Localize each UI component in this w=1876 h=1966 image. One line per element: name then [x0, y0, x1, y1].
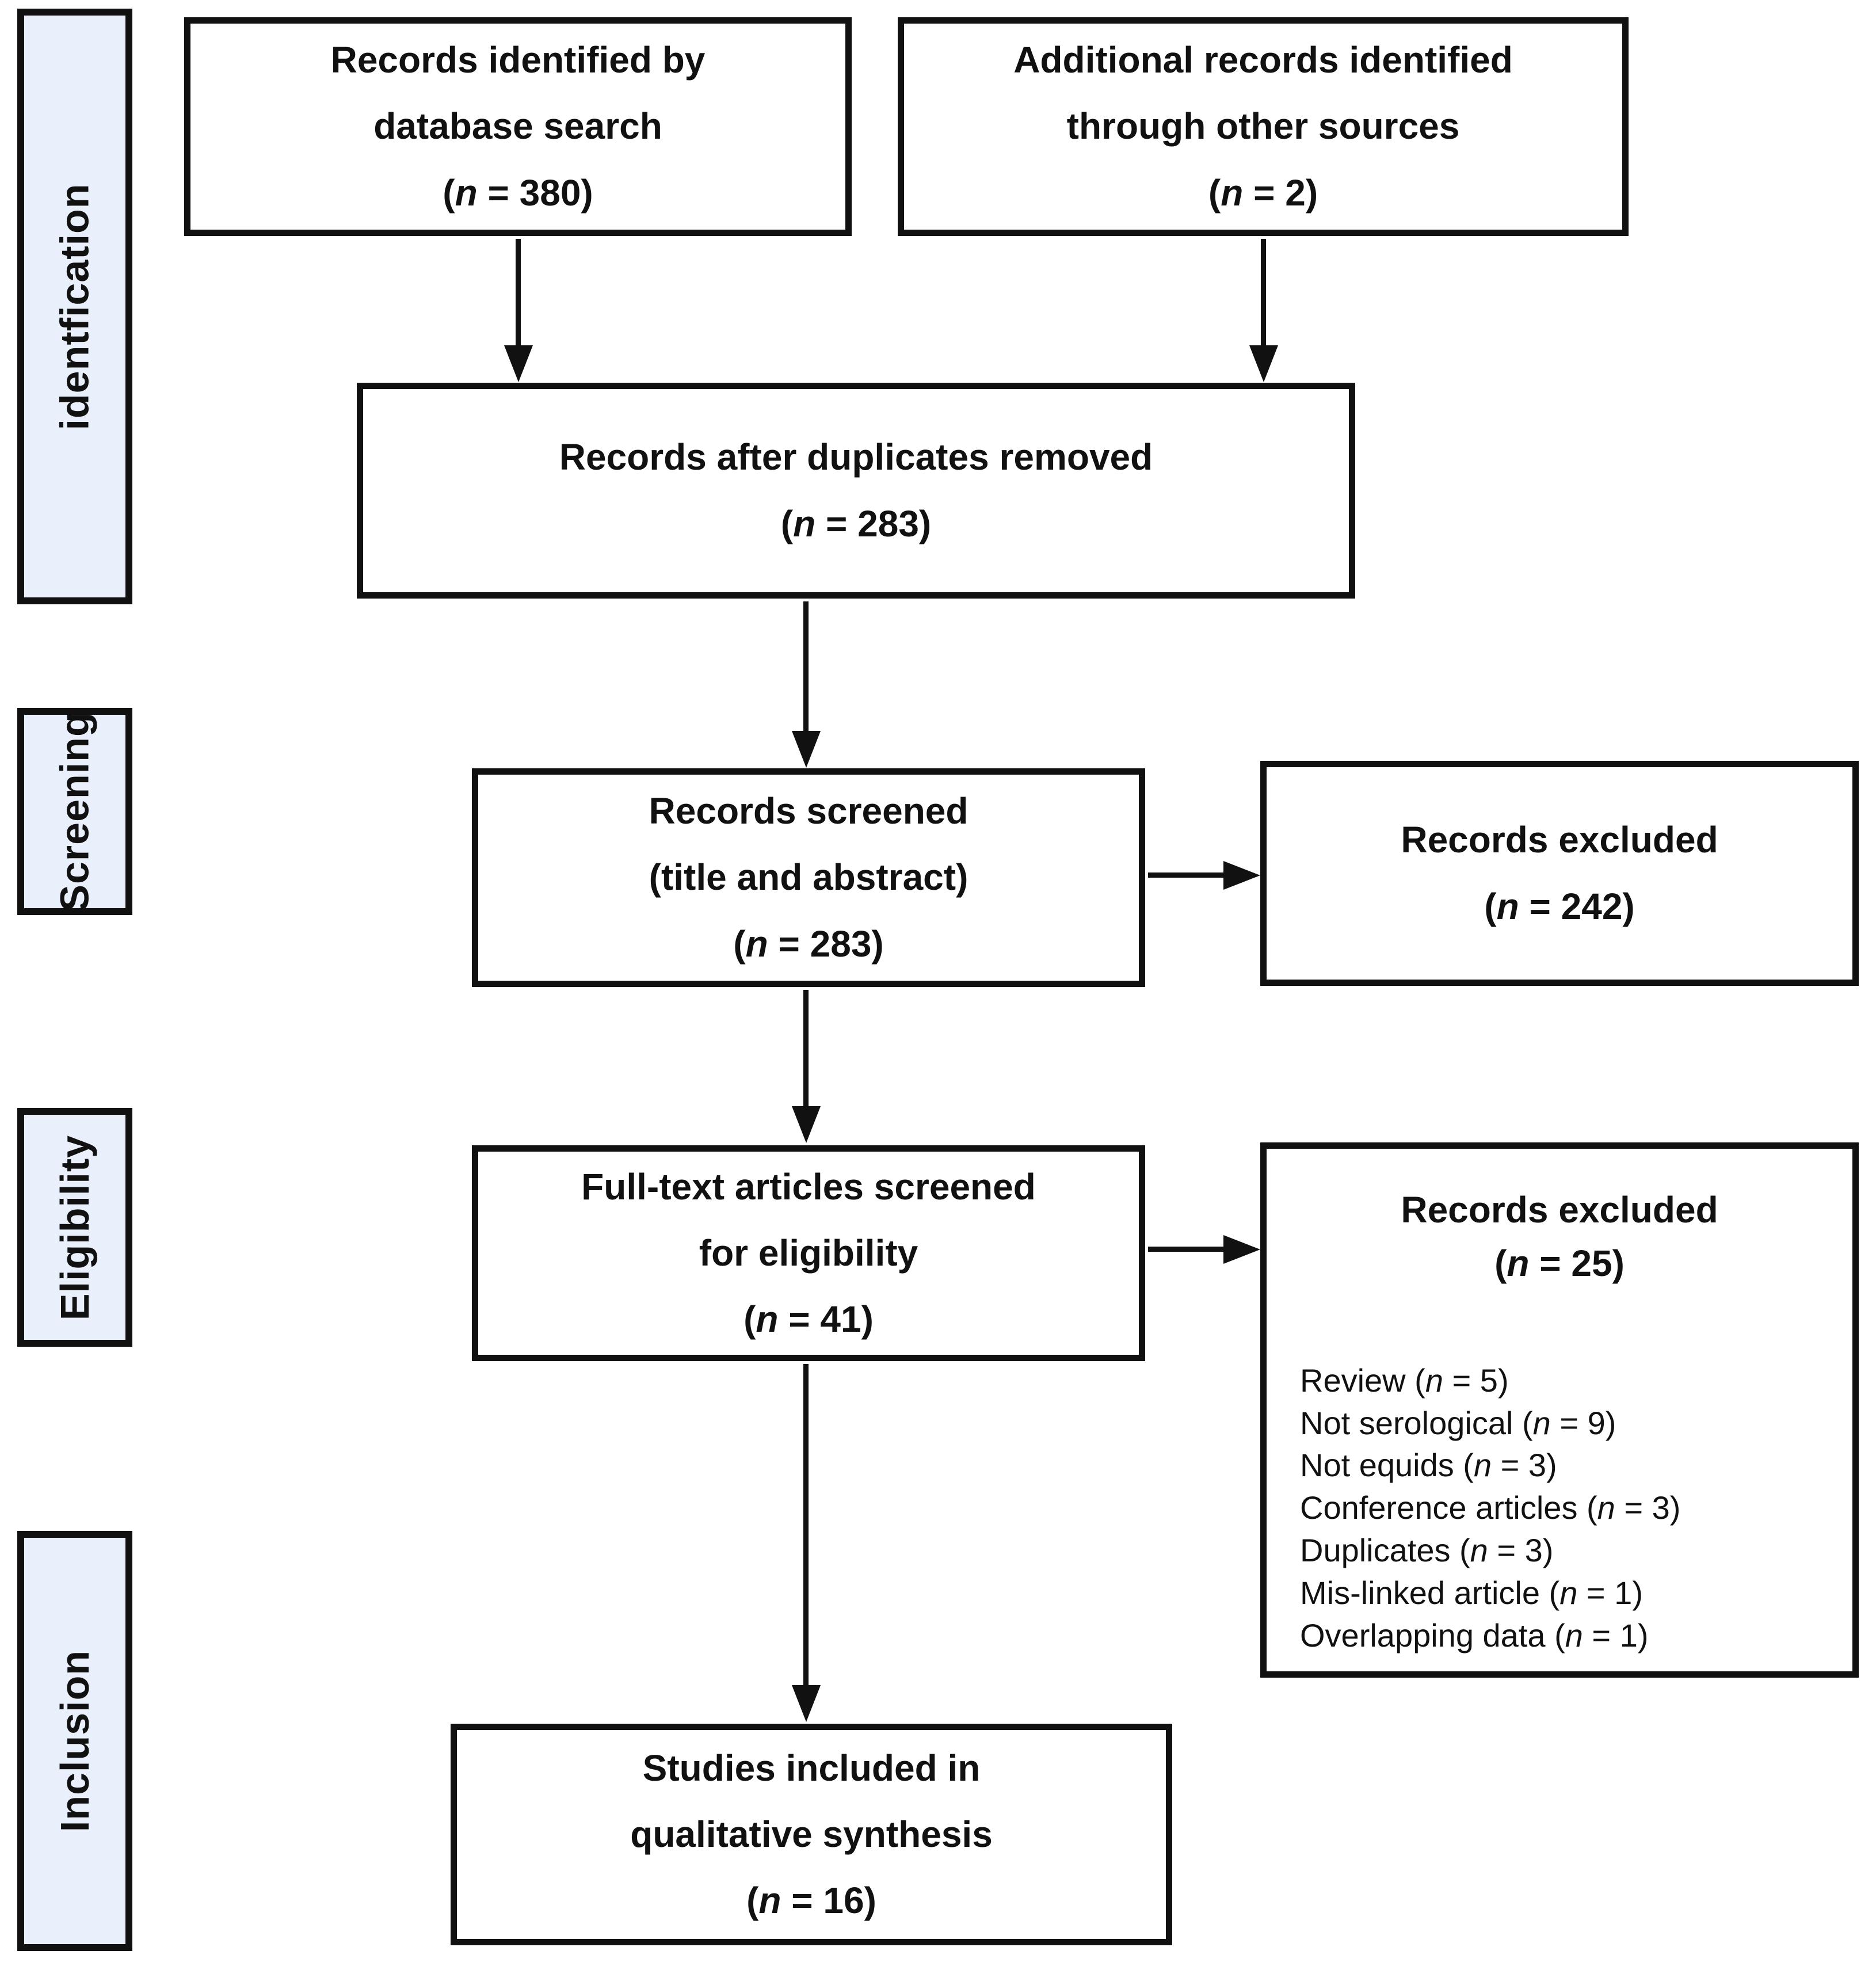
box-fulltext-articles-screened-text: Full-text articles screened for eligibil… [581, 1165, 1036, 1340]
box-records-screened-text: Records screened (title and abstract) (n… [649, 790, 968, 965]
arrow-screened-to-fulltext-line [803, 990, 809, 1108]
box-additional-records-other-sources-text: Additional records identified through ot… [1013, 39, 1513, 214]
stage-box-identification: identfication [17, 9, 132, 604]
exclusion-reason-review: Review (n = 5) [1300, 1362, 1509, 1399]
arrow-screened-to-excluded-head-icon [1223, 861, 1260, 890]
box-records-excluded-25-heading: Records excluded (n = 25) [1401, 1189, 1718, 1284]
exclusion-reason-list: Review (n = 5) Not serological (n = 9) N… [1267, 1359, 1852, 1657]
box-records-after-duplicates-removed-text: Records after duplicates removed (n = 28… [559, 436, 1153, 544]
arrow-other-to-dup-head-icon [1249, 345, 1278, 382]
box-records-excluded-242: Records excluded (n = 242) [1260, 761, 1859, 986]
exclusion-reason-not-serological: Not serological (n = 9) [1300, 1404, 1616, 1441]
box-records-identified-database: Records identified by database search (n… [184, 17, 852, 236]
stage-label-inclusion: Inclusion [52, 1649, 97, 1832]
stage-label-eligibility: Eligibility [52, 1134, 98, 1320]
exclusion-reason-not-equids: Not equids (n = 3) [1300, 1447, 1557, 1484]
arrow-screened-to-fulltext-head-icon [792, 1106, 821, 1143]
exclusion-reason-conference-articles: Conference articles (n = 3) [1300, 1489, 1681, 1526]
arrow-screened-to-excluded-line [1148, 872, 1226, 878]
arrow-fulltext-to-excluded-head-icon [1223, 1235, 1260, 1264]
box-records-after-duplicates-removed: Records after duplicates removed (n = 28… [357, 383, 1355, 599]
arrow-dup-to-screened-head-icon [792, 731, 821, 768]
arrow-dup-to-screened-line [803, 601, 809, 734]
exclusion-reason-mislinked-article: Mis-linked article (n = 1) [1300, 1575, 1643, 1611]
box-studies-included: Studies included in qualitative synthesi… [451, 1724, 1172, 1945]
arrow-db-to-dup-line [516, 239, 521, 348]
arrow-fulltext-to-included-line [803, 1364, 809, 1686]
stage-box-screening: Screening [17, 708, 132, 915]
arrow-fulltext-to-excluded-line [1148, 1247, 1226, 1252]
stage-box-inclusion: Inclusion [17, 1531, 132, 1951]
stage-box-eligibility: Eligibility [17, 1108, 132, 1347]
arrow-other-to-dup-line [1261, 239, 1266, 348]
arrow-db-to-dup-head-icon [504, 345, 533, 382]
box-studies-included-text: Studies included in qualitative synthesi… [630, 1747, 993, 1922]
stage-label-identification: identfication [52, 182, 98, 430]
box-records-screened: Records screened (title and abstract) (n… [472, 768, 1145, 987]
box-records-excluded-25: Records excluded (n = 25) Review (n = 5)… [1260, 1142, 1859, 1678]
box-additional-records-other-sources: Additional records identified through ot… [898, 17, 1629, 236]
box-records-excluded-242-text: Records excluded (n = 242) [1401, 819, 1718, 927]
box-records-identified-database-text: Records identified by database search (n… [330, 39, 706, 214]
arrow-fulltext-to-included-head-icon [792, 1685, 821, 1722]
exclusion-reason-overlapping-data: Overlapping data (n = 1) [1300, 1617, 1649, 1654]
stage-label-screening: Screening [52, 711, 98, 912]
box-fulltext-articles-screened: Full-text articles screened for eligibil… [472, 1145, 1145, 1361]
exclusion-reason-duplicates: Duplicates (n = 3) [1300, 1532, 1554, 1569]
